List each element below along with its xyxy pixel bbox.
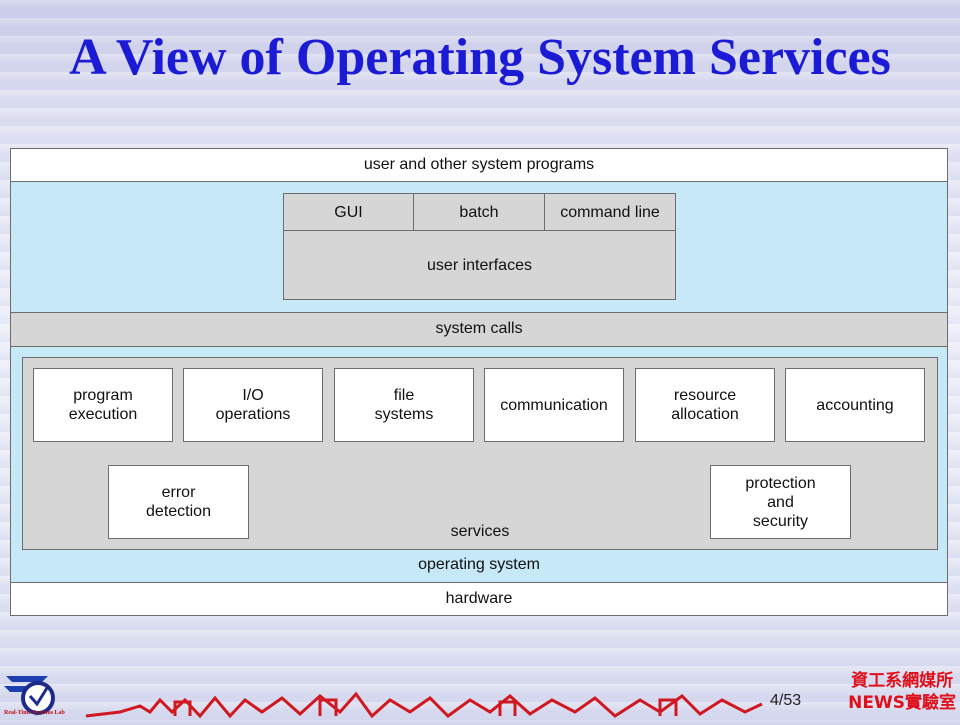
page-number: 4/53 — [770, 692, 801, 710]
hardware-label: hardware — [11, 590, 947, 608]
service-error-detection: error detection — [108, 465, 249, 539]
ui-option-gui: GUI — [283, 193, 414, 231]
user-programs-label: user and other system programs — [11, 156, 947, 174]
lab-logo-caption: Real-Time Systems Lab — [4, 710, 65, 716]
page-current: 4 — [770, 692, 779, 709]
operating-system-label: operating system — [11, 556, 947, 574]
service-communication: communication — [484, 368, 624, 442]
system-calls-label: system calls — [11, 320, 947, 338]
service-accounting: accounting — [785, 368, 925, 442]
lab-logo: Real-Time Systems Lab — [2, 670, 82, 720]
service-file-systems: file systems — [334, 368, 474, 442]
service-resource-allocation: resource allocation — [635, 368, 775, 442]
org-line-2: NEWS實驗室 — [848, 692, 956, 714]
service-io-operations: I/O operations — [183, 368, 323, 442]
page-total: /53 — [779, 692, 801, 709]
ui-option-command-line: command line — [544, 193, 676, 231]
ui-option-command-line-label: command line — [545, 204, 675, 222]
ui-option-gui-label: GUI — [284, 204, 413, 222]
org-line-1: 資工系網媒所 — [848, 670, 956, 692]
slide-title: A View of Operating System Services — [0, 28, 960, 87]
ui-option-batch-label: batch — [414, 204, 544, 222]
user-interfaces-label: user interfaces — [284, 257, 675, 275]
org-label: 資工系網媒所 NEWS實驗室 — [848, 670, 956, 714]
user-programs-band: user and other system programs — [10, 148, 948, 182]
system-calls-band: system calls — [10, 312, 948, 347]
service-program-execution: program execution — [33, 368, 173, 442]
ui-option-batch: batch — [413, 193, 545, 231]
os-services-diagram: user and other system programs operating… — [10, 148, 948, 616]
hardware-band: hardware — [10, 582, 948, 616]
service-protection-security: protection and security — [710, 465, 851, 539]
